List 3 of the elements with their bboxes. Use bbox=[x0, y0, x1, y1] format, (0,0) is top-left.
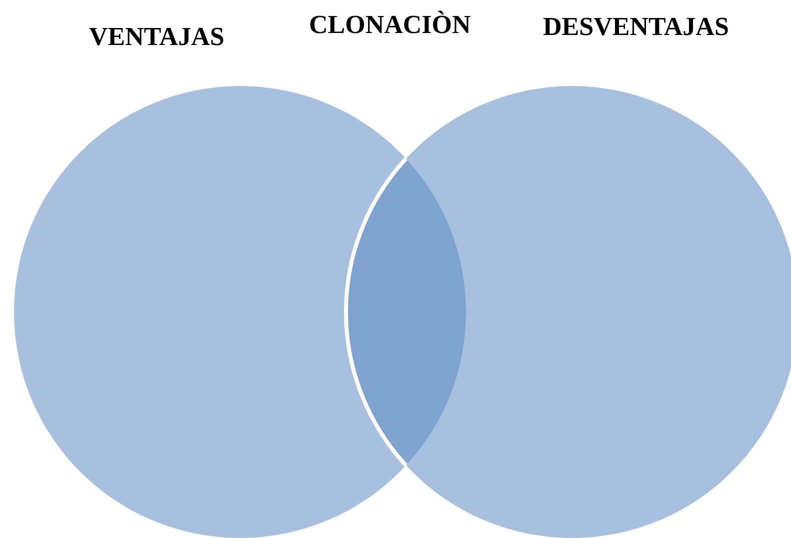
circle-heading: VENTAJAS bbox=[89, 22, 224, 52]
circle-heading: DESVENTAJAS bbox=[543, 12, 729, 42]
diagram-title: CLONACIÒN bbox=[309, 10, 471, 40]
